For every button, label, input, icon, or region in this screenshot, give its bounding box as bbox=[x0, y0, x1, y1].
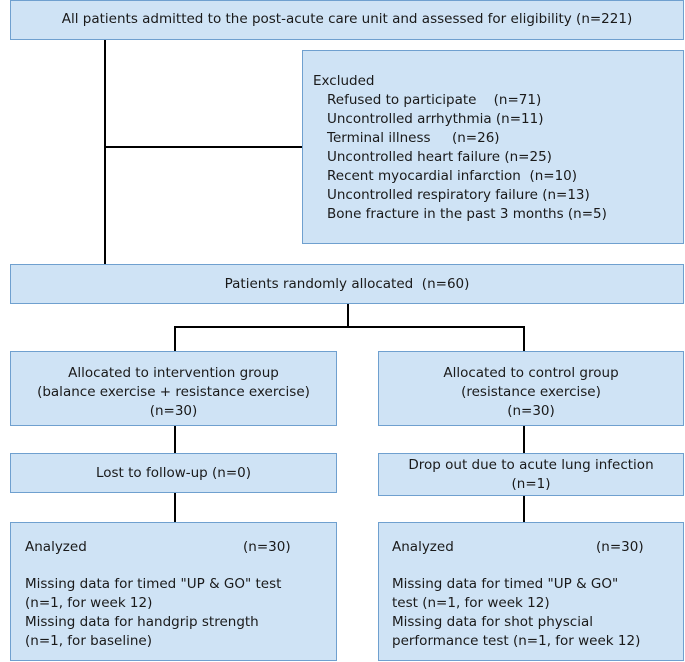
intervention-allocation-box: Allocated to intervention group (balance… bbox=[10, 351, 337, 426]
control-analyzed-box: Analyzed (n=30) Missing data for timed "… bbox=[378, 522, 684, 661]
control-allocation-box: Allocated to control group (resistance e… bbox=[378, 351, 684, 426]
control-followup-box: Drop out due to acute lung infection (n=… bbox=[378, 453, 684, 496]
intervention-note-line: (n=1, for baseline) bbox=[25, 633, 152, 649]
enrollment-text: All patients admitted to the post-acute … bbox=[61, 11, 633, 27]
excluded-item: Bone fracture in the past 3 months (n=5) bbox=[327, 206, 607, 222]
excluded-item: Recent myocardial infarction (n=10) bbox=[327, 168, 578, 184]
excluded-title: Excluded bbox=[313, 73, 375, 89]
control-note-line: Missing data for timed "UP & GO" bbox=[392, 576, 619, 592]
control-followup-line: (n=1) bbox=[511, 476, 551, 492]
intervention-followup-text: Lost to follow-up (n=0) bbox=[95, 465, 252, 481]
intervention-allocation-line: (balance exercise + resistance exercise) bbox=[37, 384, 310, 400]
intervention-analyzed-label: Analyzed bbox=[25, 539, 87, 555]
intervention-allocation-line: (n=30) bbox=[149, 403, 198, 419]
excluded-item: Terminal illness (n=26) bbox=[327, 130, 500, 146]
control-allocation-line: (resistance exercise) bbox=[461, 384, 601, 400]
connector-left-to-allocation bbox=[174, 326, 176, 351]
control-note-line: test (n=1, for week 12) bbox=[392, 595, 550, 611]
intervention-note-line: (n=1, for week 12) bbox=[25, 595, 153, 611]
excluded-item: Uncontrolled arrhythmia (n=11) bbox=[327, 111, 544, 127]
connector-enroll-to-random bbox=[104, 39, 106, 264]
connector-left-alloc-to-followup bbox=[174, 425, 176, 453]
connector-right-followup-to-analyzed bbox=[523, 495, 525, 522]
intervention-analyzed-box: Analyzed (n=30) Missing data for timed "… bbox=[10, 522, 337, 661]
connector-right-to-allocation bbox=[523, 326, 525, 351]
randomization-text: Patients randomly allocated (n=60) bbox=[224, 276, 470, 292]
control-analyzed-n: (n=30) bbox=[596, 539, 644, 555]
connector-to-excluded bbox=[104, 146, 302, 148]
intervention-note-line: Missing data for timed "UP & GO" test bbox=[25, 576, 282, 592]
intervention-note-line: Missing data for handgrip strength bbox=[25, 614, 259, 630]
connector-right-alloc-to-followup bbox=[523, 425, 525, 453]
control-note-line: performance test (n=1, for week 12) bbox=[392, 633, 641, 649]
excluded-item: Uncontrolled heart failure (n=25) bbox=[327, 149, 552, 165]
intervention-analyzed-n: (n=30) bbox=[243, 539, 291, 555]
intervention-allocation-line: Allocated to intervention group bbox=[68, 365, 279, 381]
excluded-item: Refused to participate (n=71) bbox=[327, 92, 542, 108]
excluded-box: Excluded Refused to participate (n=71) U… bbox=[302, 50, 684, 244]
intervention-followup-box: Lost to follow-up (n=0) bbox=[10, 453, 337, 493]
randomization-box: Patients randomly allocated (n=60) bbox=[10, 264, 684, 304]
control-allocation-line: (n=30) bbox=[507, 403, 555, 419]
control-note-line: Missing data for shot physcial bbox=[392, 614, 593, 630]
enrollment-box: All patients admitted to the post-acute … bbox=[10, 0, 684, 40]
control-analyzed-label: Analyzed bbox=[392, 539, 454, 555]
connector-left-followup-to-analyzed bbox=[174, 492, 176, 522]
control-followup-line: Drop out due to acute lung infection bbox=[408, 457, 654, 473]
control-allocation-line: Allocated to control group bbox=[443, 365, 619, 381]
excluded-item: Uncontrolled respiratory failure (n=13) bbox=[327, 187, 590, 203]
connector-random-down bbox=[347, 304, 349, 327]
connector-branch-horizontal bbox=[174, 326, 525, 328]
